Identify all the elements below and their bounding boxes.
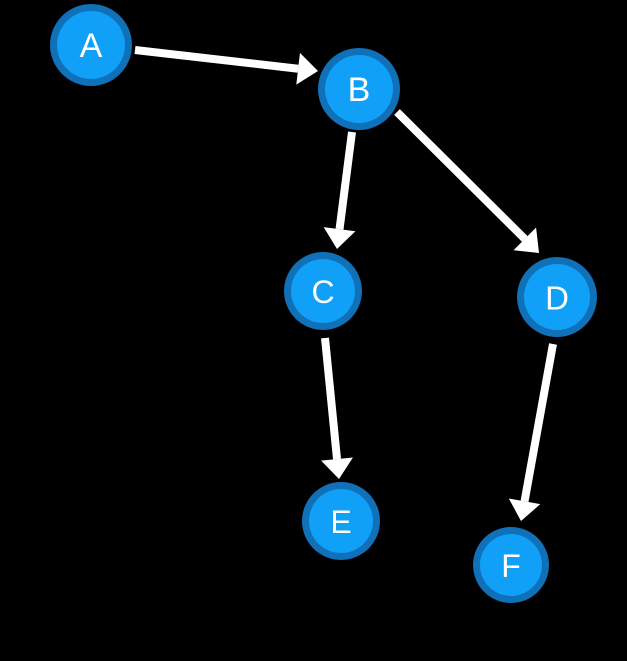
arrowhead-icon	[321, 457, 353, 479]
arrowhead-icon	[513, 227, 539, 253]
node-label: F	[501, 548, 521, 584]
node-fill	[291, 259, 355, 323]
node-label: C	[311, 274, 334, 310]
graph-node-b[interactable]: B	[318, 48, 400, 130]
edge-b-to-c	[323, 131, 356, 249]
node-fill	[325, 55, 393, 123]
edge-b-to-d	[394, 109, 539, 253]
edge-shaft	[134, 46, 299, 73]
node-label: D	[545, 280, 569, 317]
node-fill	[524, 264, 590, 330]
node-label: A	[80, 27, 103, 65]
edge-shaft	[394, 109, 528, 242]
edge-d-to-f	[508, 343, 557, 521]
edge-shaft	[520, 343, 557, 503]
graph-node-f[interactable]: F	[473, 527, 549, 603]
edge-a-to-b	[134, 46, 318, 85]
node-label: E	[330, 504, 351, 540]
node-fill	[57, 11, 125, 79]
arrowhead-icon	[296, 52, 318, 85]
nodes-layer: A B C D E F	[50, 4, 597, 603]
node-label: B	[348, 71, 371, 109]
graph-node-d[interactable]: D	[517, 257, 597, 337]
edge-shaft	[335, 131, 356, 230]
graph-node-e[interactable]: E	[302, 482, 380, 560]
node-fill	[309, 489, 373, 553]
graph-node-c[interactable]: C	[284, 252, 362, 330]
edge-shaft	[321, 337, 342, 460]
edges-layer	[134, 46, 557, 521]
edge-c-to-e	[321, 337, 353, 479]
graph-node-a[interactable]: A	[50, 4, 132, 86]
node-fill	[480, 534, 542, 596]
arrowhead-icon	[508, 498, 541, 521]
arrowhead-icon	[323, 227, 356, 249]
